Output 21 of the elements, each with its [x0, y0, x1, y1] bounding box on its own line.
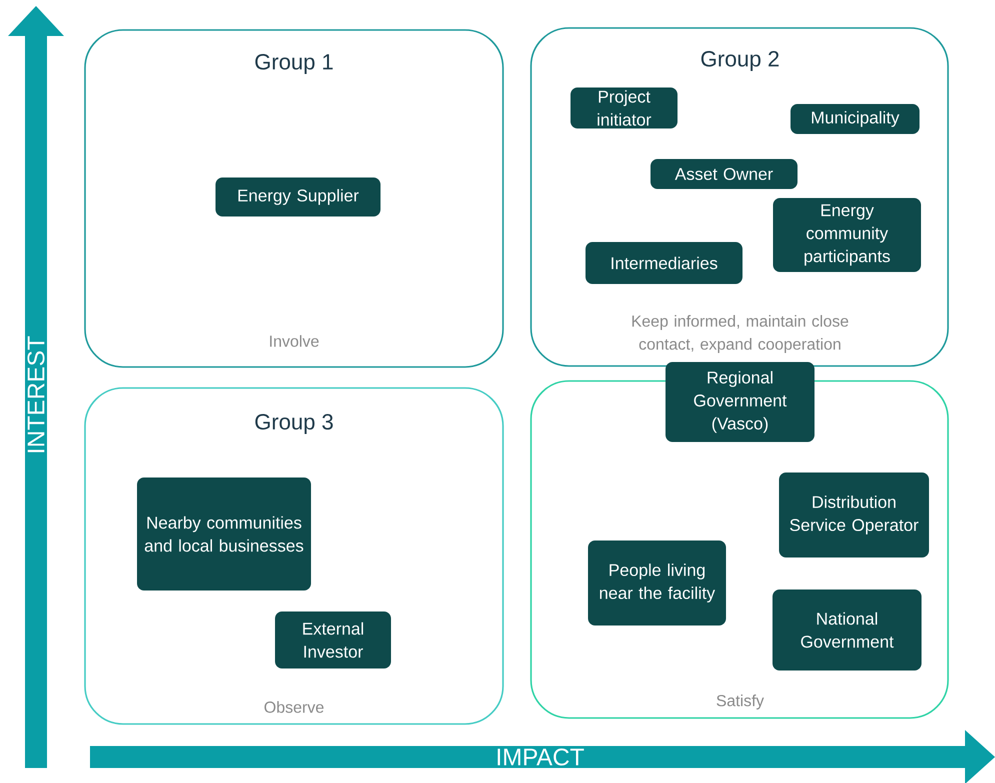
- stakeholder-box: People living near the facility: [588, 540, 726, 626]
- strategy-label: Involve: [270, 335, 319, 347]
- stakeholder-box: External Investor: [275, 612, 391, 668]
- stakeholder-box: Energy Supplier: [216, 178, 380, 216]
- stakeholder-box: Distribution Service Operator: [779, 472, 929, 558]
- stakeholder-box: Energy community participants: [773, 198, 921, 272]
- stakeholder-box: Regional Government (Vasco): [666, 362, 814, 442]
- group-heading: Group 2: [701, 51, 779, 71]
- stakeholder-box: Intermediaries: [586, 242, 742, 284]
- axis-label: IMPACT: [498, 748, 584, 766]
- group-heading: Group 3: [255, 414, 333, 434]
- stakeholder-box: Project initiator: [570, 88, 678, 128]
- group-heading: Group 1: [255, 54, 333, 74]
- stakeholder-box: Asset Owner: [650, 159, 798, 189]
- stakeholder-box: National Government: [772, 590, 922, 670]
- strategy-label: Observe: [264, 701, 324, 713]
- strategy-label: Keep informed, maintain close contact, expand cooperation: [632, 315, 848, 353]
- stakeholder-box: Nearby communities and local businesses: [137, 478, 311, 590]
- axis-label: INTEREST: [28, 336, 44, 452]
- strategy-label: Satisfy: [716, 694, 764, 710]
- stakeholder-box: Municipality: [790, 104, 920, 134]
